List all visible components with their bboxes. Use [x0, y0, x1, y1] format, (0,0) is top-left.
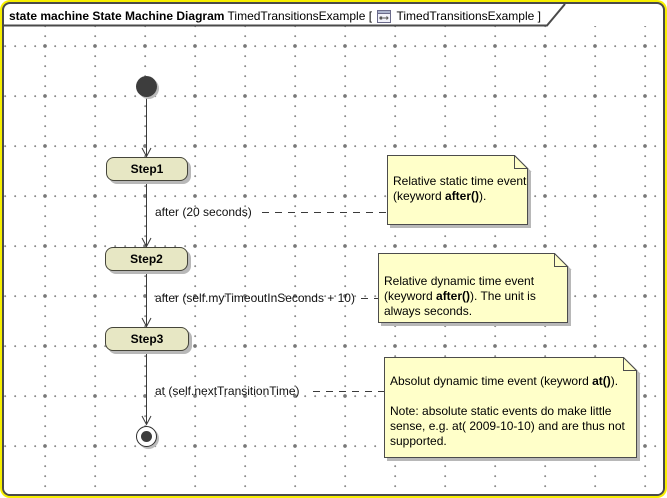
final-state-dot [141, 430, 152, 442]
note-body [378, 253, 568, 323]
state-step2-label: Step2 [130, 252, 163, 266]
state-step3[interactable]: Step3 [105, 327, 189, 351]
state-step3-label: Step3 [130, 332, 164, 346]
note-relative-dynamic[interactable]: Relative dynamic time event (keyword aft… [378, 253, 573, 328]
state-step1-label: Step1 [130, 162, 164, 176]
note-fold-icon [554, 253, 569, 267]
transition-label-after-timeout[interactable]: after (self.myTimeoutInSeconds + 10) [155, 291, 355, 305]
transition-label-after-20-seconds[interactable]: after (20 seconds) [155, 205, 252, 219]
note-relative-static[interactable]: Relative static time event (keyword afte… [387, 155, 533, 230]
note-body [387, 155, 528, 225]
frame-title-diagram-name: TimedTransitionsExample [ [224, 9, 376, 23]
state-step1[interactable]: Step1 [106, 157, 188, 181]
note-absolute-dynamic[interactable]: Absolut dynamic time event (keyword at()… [384, 357, 642, 463]
state-step2[interactable]: Step2 [105, 247, 188, 271]
frame-title-keyword: state machine State Machine Diagram [9, 9, 225, 23]
frame-title-frame-name: TimedTransitionsExample ] [393, 9, 541, 23]
frame-title: state machine State Machine Diagram Time… [9, 7, 541, 25]
note-fold-icon [514, 155, 529, 169]
note-fold-icon [623, 357, 638, 371]
final-state[interactable] [136, 425, 157, 447]
transition-label-at-time[interactable]: at (self.nextTransitionTime) [155, 384, 300, 398]
initial-state[interactable] [135, 76, 157, 97]
state-machine-diagram-icon [377, 9, 392, 23]
note-body [384, 357, 637, 458]
